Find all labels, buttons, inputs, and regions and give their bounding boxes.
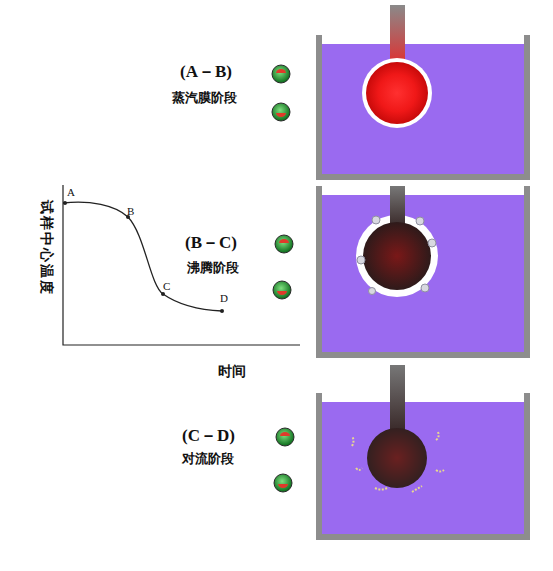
green-button [272,65,294,492]
curve-point [63,201,67,205]
curve-point [220,309,224,313]
axis-title: 时间 [218,364,246,380]
stage-range: (C－D) [182,426,235,446]
sample [367,428,427,488]
point-label: B [127,205,134,218]
quench-liquid [322,44,524,174]
point-label: A [67,186,75,199]
cooling-curve [63,202,222,311]
beaker [316,5,530,180]
quench-liquid [322,402,524,534]
sample [363,222,431,290]
axis-title: 试样中心温度 [38,200,54,296]
quench-liquid [322,195,524,352]
stage-range: (A－B) [180,62,232,82]
convection-marks [352,432,444,492]
beaker-wall [316,35,530,180]
hot-sample [366,62,428,124]
stage-name: 对流阶段 [182,452,234,467]
button-dot [276,69,290,488]
graph-axes [63,185,300,345]
beaker [316,186,530,358]
curve-point [161,292,165,296]
stage-name: 沸腾阶段 [187,261,239,276]
beaker-wall [316,186,530,358]
point-label: C [163,280,170,293]
sample-rod [390,186,405,226]
sample-rod [390,365,405,430]
bubbles [357,216,436,295]
vapor-film [362,58,432,128]
sample-rod [390,5,405,65]
stage-range: (B－C) [185,233,237,253]
point-label: D [220,292,228,305]
stage-name: 蒸汽膜阶段 [172,91,237,106]
vapor-layer [356,215,438,297]
beaker [316,365,530,540]
beaker-wall [316,393,530,540]
